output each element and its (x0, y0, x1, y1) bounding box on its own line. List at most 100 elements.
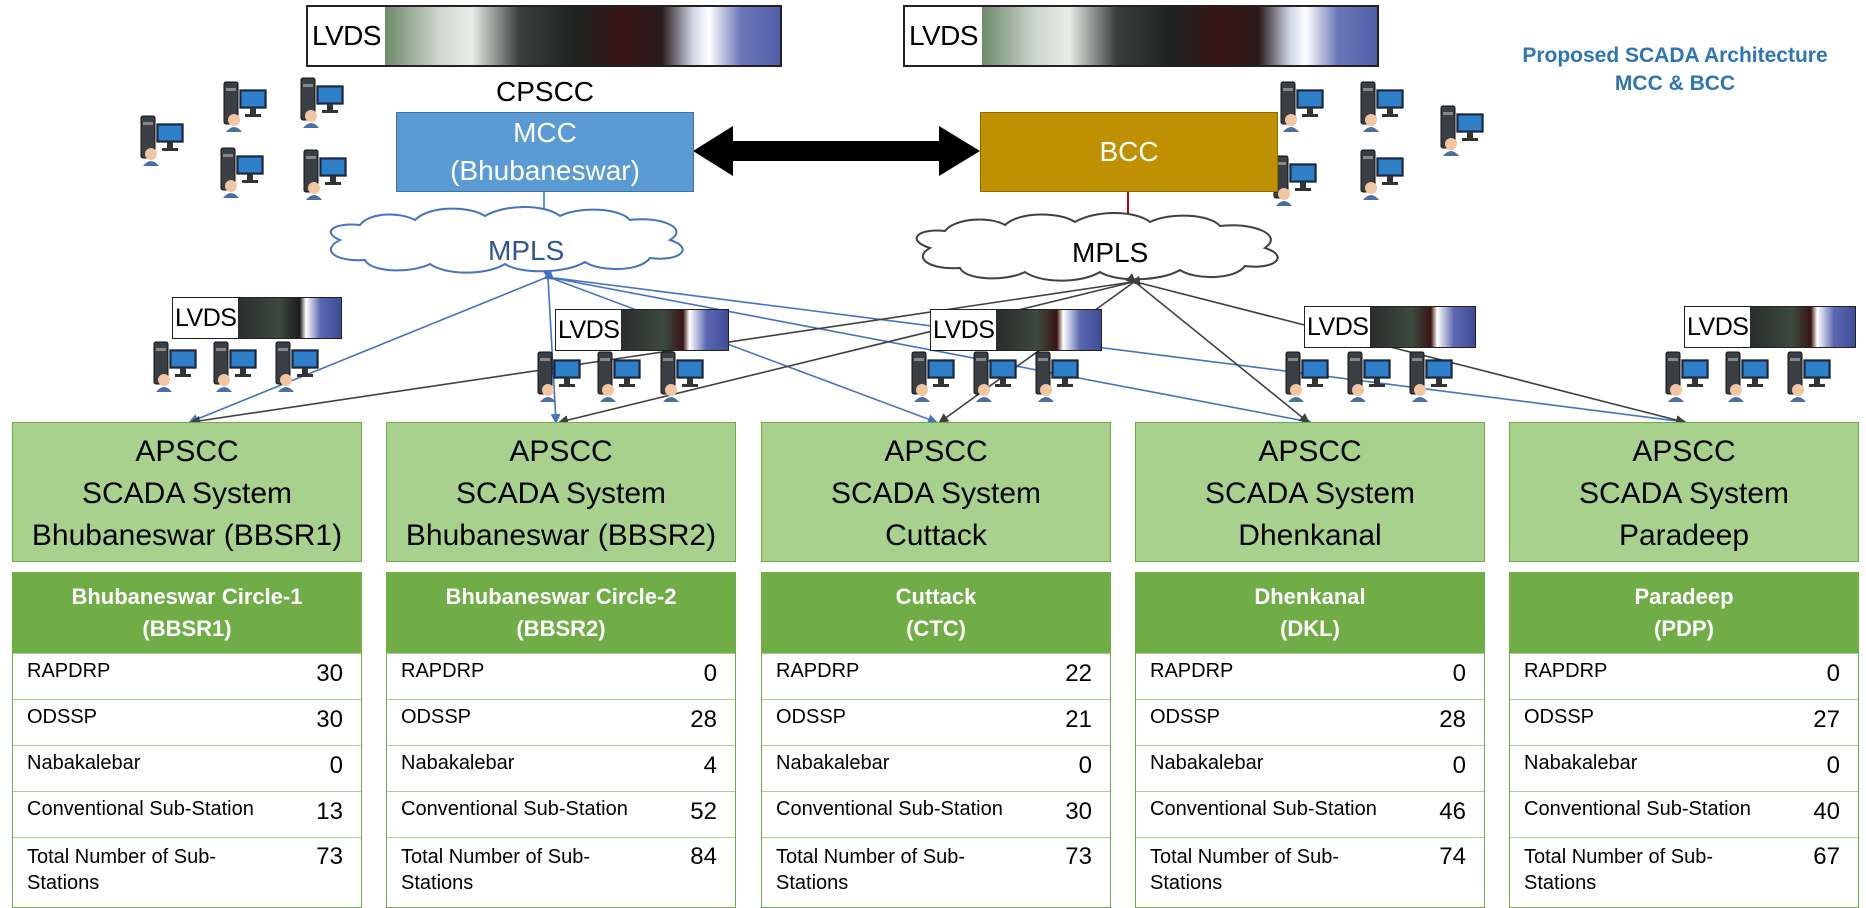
row-value: 84 (690, 843, 717, 870)
row-value: 30 (316, 660, 343, 687)
circle-name: Bhubaneswar Circle-1 (71, 584, 303, 609)
table-row-total: Total Number of Sub-Stations 84 (387, 837, 735, 907)
circle-name: Bhubaneswar Circle-2 (445, 584, 677, 609)
system-type: SCADA System (1204, 477, 1416, 510)
row-label: Total Number of Sub-Stations (401, 846, 590, 894)
workstation-icon (303, 149, 347, 200)
row-value: 74 (1439, 843, 1466, 870)
apscc-system-bbsr2: APSCC SCADA System Bhubaneswar (BBSR2) (386, 422, 736, 562)
workstation-icon (973, 351, 1017, 402)
row-label: Total Number of Sub-Stations (27, 846, 216, 894)
workstation-icon (1665, 351, 1709, 402)
table-row-odssp: ODSSP 21 (762, 699, 1110, 745)
row-value: 0 (1078, 752, 1092, 779)
row-value: 21 (1065, 706, 1092, 733)
row-label: ODSSP (1524, 706, 1595, 728)
row-value: 30 (316, 706, 343, 733)
row-label: RAPDRP (1150, 660, 1234, 682)
system-location: Cuttack (885, 519, 987, 552)
row-label: Nabakalebar (27, 752, 141, 774)
row-value: 46 (1439, 798, 1466, 825)
lvds-display-cuttack: LVDS (930, 309, 1102, 351)
circle-code: (PDP) (1654, 616, 1714, 641)
row-value: 40 (1813, 798, 1840, 825)
mcc-box: MCC (Bhubaneswar) (396, 112, 694, 192)
diagram-title: Proposed SCADA Architecture MCC & BCC (1505, 42, 1845, 98)
lvds-display-bbsr2: LVDS (555, 309, 729, 351)
row-label: Nabakalebar (776, 752, 890, 774)
row-label: Total Number of Sub-Stations (1524, 846, 1713, 894)
circle-header: Paradeep (PDP) (1510, 573, 1858, 653)
circle-code: (BBSR1) (142, 616, 232, 641)
mpls-cloud-right (915, 212, 1279, 282)
row-label: ODSSP (401, 706, 472, 728)
row-label: Conventional Sub-Station (776, 798, 1003, 820)
workstation-icon (1347, 351, 1391, 402)
lvds-label: LVDS (308, 7, 386, 65)
circle-header: Cuttack (CTC) (762, 573, 1110, 653)
circle-code: (DKL) (1280, 616, 1340, 641)
workstation-icon (1409, 351, 1453, 402)
workstation-icon (275, 341, 319, 392)
workstation-icon (153, 341, 197, 392)
workstation-icon (140, 115, 184, 166)
row-value: 28 (690, 706, 717, 733)
workstation-icon (1360, 149, 1404, 200)
workstation-icon (223, 81, 267, 132)
row-value: 52 (690, 798, 717, 825)
row-value: 0 (1452, 752, 1466, 779)
operator-workstations (140, 77, 1831, 402)
row-value: 0 (1452, 660, 1466, 687)
lvds-screen (1750, 307, 1855, 347)
workstation-icon (220, 147, 264, 198)
workstation-icon (1280, 81, 1324, 132)
circle-code: (BBSR2) (516, 616, 606, 641)
lvds-label: LVDS (931, 310, 997, 350)
lvds-display-bbsr1: LVDS (172, 297, 342, 339)
table-row-odssp: ODSSP 28 (387, 699, 735, 745)
circle-name: Paradeep (1634, 584, 1734, 609)
mcc-location: (Bhubaneswar) (450, 155, 640, 186)
row-value: 67 (1813, 843, 1840, 870)
row-value: 73 (1065, 843, 1092, 870)
system-title: APSCC (1258, 435, 1362, 468)
table-row-total: Total Number of Sub-Stations 67 (1510, 837, 1858, 907)
mpls-right-label: MPLS (1072, 237, 1149, 268)
row-value: 0 (1826, 660, 1840, 687)
lvds-label: LVDS (1305, 307, 1371, 347)
title-line-2: MCC & BCC (1614, 72, 1736, 95)
workstation-icon (911, 351, 955, 402)
row-value: 0 (1826, 752, 1840, 779)
apscc-system-paradeep: APSCC SCADA System Paradeep (1509, 422, 1859, 562)
mcc-label: MCC (513, 117, 577, 148)
lvds-screen (982, 7, 1377, 65)
bcc-label: BCC (1099, 136, 1159, 167)
workstation-icon (1440, 105, 1484, 156)
system-title: APSCC (884, 435, 988, 468)
table-row-rapdrp: RAPDRP 0 (1136, 653, 1484, 699)
workstation-icon (1273, 155, 1317, 206)
workstation-icon (1725, 351, 1769, 402)
workstation-icon (597, 351, 641, 402)
lvds-screen (1370, 307, 1475, 347)
row-label: ODSSP (776, 706, 847, 728)
row-label: RAPDRP (776, 660, 860, 682)
row-value: 13 (316, 798, 343, 825)
lvds-display-paradeep: LVDS (1684, 306, 1856, 348)
lvds-display-mcc: LVDS (306, 5, 782, 67)
row-label: ODSSP (1150, 706, 1221, 728)
lvds-screen (385, 7, 780, 65)
